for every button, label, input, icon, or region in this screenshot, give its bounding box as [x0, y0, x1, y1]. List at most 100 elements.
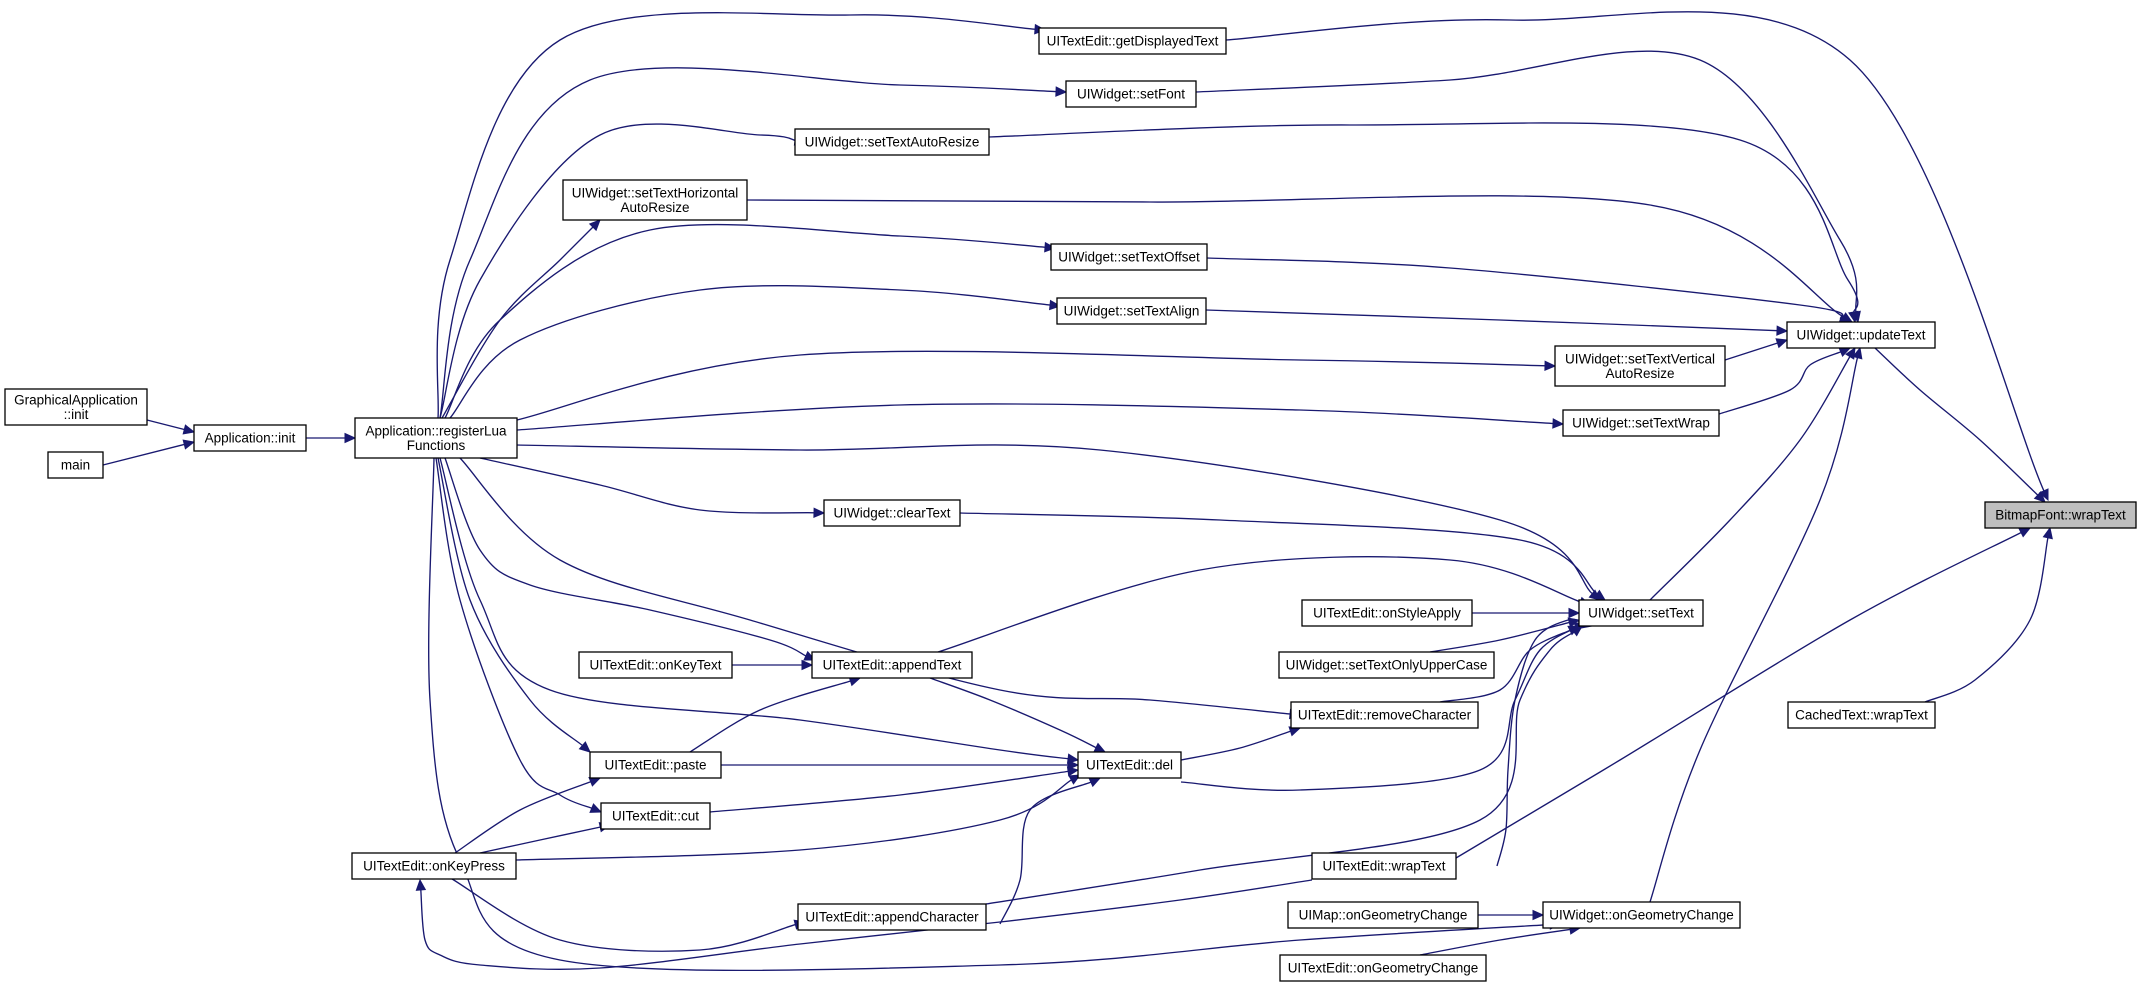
node-box — [823, 499, 961, 527]
call-edge-cached-to-wrap — [1924, 526, 2053, 703]
node-label: UIWidget::setFont — [1077, 87, 1185, 102]
node-box — [1542, 901, 1741, 929]
call-edge-paste-to-del — [721, 759, 1080, 771]
node-box — [351, 852, 517, 880]
edge-line — [1718, 350, 1842, 415]
edge-line — [516, 444, 1594, 595]
arrowhead-icon — [578, 741, 591, 753]
arrowhead-icon — [1049, 299, 1062, 311]
edge-line — [988, 122, 1859, 314]
call-edge-gfxInit-to-appInit — [146, 419, 196, 435]
node-appendText[interactable]: UITextEdit::appendText — [811, 651, 973, 679]
node-box — [1562, 409, 1720, 437]
call-edge-regLua-to-del — [439, 457, 1080, 764]
node-setText[interactable]: UIWidget::setText — [1578, 599, 1704, 627]
node-mapGeo[interactable]: UIMap::onGeometryChange — [1287, 901, 1479, 929]
node-box — [1065, 80, 1197, 108]
node-teGeo[interactable]: UITextEdit::onGeometryChange — [1279, 954, 1487, 982]
arrowhead-icon — [813, 507, 826, 519]
node-onKeyText[interactable]: UITextEdit::onKeyText — [578, 651, 733, 679]
node-box — [1301, 599, 1473, 627]
node-box — [47, 451, 104, 479]
node-label: UITextEdit::del — [1086, 758, 1173, 773]
node-gfxInit[interactable]: GraphicalApplication::init — [4, 388, 148, 426]
node-box — [811, 651, 973, 679]
nodes-layer: BitmapFont::wrapText UITextEdit::getDispl… — [4, 27, 2137, 982]
call-edge-tewrap-to-wrap — [1455, 527, 2032, 859]
node-getDisp[interactable]: UITextEdit::getDisplayedText — [1038, 27, 1227, 55]
call-edge-mapGeo-to-onGeo — [1478, 909, 1545, 921]
node-del[interactable]: UITextEdit::del — [1077, 751, 1182, 779]
call-edge-main-to-appInit — [102, 439, 196, 466]
node-setTAR[interactable]: UIWidget::setTextAutoResize — [794, 128, 990, 156]
call-edge-setFont-to-updateText — [1195, 50, 1861, 324]
node-cached[interactable]: CachedText::wrapText — [1787, 701, 1936, 729]
arrowhead-icon — [1568, 607, 1581, 619]
node-appendChar[interactable]: UITextEdit::appendCharacter — [797, 903, 987, 931]
edge-line — [1225, 11, 2045, 493]
node-clearText[interactable]: UIWidget::clearText — [823, 499, 961, 527]
node-tewrap[interactable]: UITextEdit::wrapText — [1311, 852, 1457, 880]
call-edge-regLua-to-setTVAR — [516, 350, 1557, 421]
edge-line — [444, 223, 1047, 419]
node-label: CachedText::wrapText — [1795, 708, 1928, 723]
node-label: UITextEdit::paste — [604, 758, 706, 773]
node-paste[interactable]: UITextEdit::paste — [589, 751, 722, 779]
edge-line — [1180, 626, 1578, 791]
node-onKeyPress[interactable]: UITextEdit::onKeyPress — [351, 852, 517, 880]
node-label: UITextEdit::onKeyPress — [363, 859, 505, 874]
node-label: UIWidget::setTextOnlyUpperCase — [1286, 658, 1488, 673]
node-setTW[interactable]: UIWidget::setTextWrap — [1562, 409, 1720, 437]
node-onGeo[interactable]: UIWidget::onGeometryChange — [1542, 901, 1741, 929]
call-edge-regLua-to-cut — [435, 457, 603, 813]
edge-line — [444, 457, 808, 657]
node-removeChar[interactable]: UITextEdit::removeCharacter — [1290, 701, 1479, 729]
node-onStyle[interactable]: UITextEdit::onStyleApply — [1301, 599, 1473, 627]
call-edge-updateText-to-wrap — [1874, 347, 2046, 503]
node-main[interactable]: main — [47, 451, 104, 479]
node-box — [4, 388, 148, 426]
call-edge-onKeyPress-to-cut — [479, 822, 612, 854]
node-label: UITextEdit::getDisplayedText — [1047, 34, 1219, 49]
node-label: UITextEdit::removeCharacter — [1298, 708, 1472, 723]
call-edge-teGeo-to-onGeo — [1419, 924, 1582, 956]
node-label: BitmapFont::wrapText — [1995, 508, 2126, 523]
call-edge-setTAR-to-updateText — [988, 122, 1859, 324]
call-edge-del-to-removeChar — [1180, 726, 1302, 761]
edge-line — [451, 878, 797, 952]
node-setTA[interactable]: UIWidget::setTextAlign — [1056, 297, 1207, 325]
arrowhead-icon — [588, 219, 601, 232]
edge-line — [437, 457, 584, 747]
edge-line — [449, 285, 1052, 419]
call-edge-regLua-to-setFont — [439, 67, 1068, 419]
node-box — [1578, 599, 1704, 627]
node-cut[interactable]: UITextEdit::cut — [600, 802, 711, 830]
arrowhead-icon — [1776, 325, 1789, 336]
node-setFont[interactable]: UIWidget::setFont — [1065, 80, 1197, 108]
call-edge-onGeo-to-updateText — [1649, 346, 1863, 903]
call-edge-clearText-to-setText — [959, 512, 1606, 601]
call-edge-cut-to-del — [709, 766, 1080, 813]
node-updateText[interactable]: UIWidget::updateText — [1786, 321, 1936, 349]
node-box — [1050, 243, 1208, 271]
edge-line — [102, 443, 186, 466]
edge-line — [1724, 342, 1779, 361]
node-setTOUC[interactable]: UIWidget::setTextOnlyUpperCase — [1278, 651, 1495, 679]
arrowhead-icon — [182, 424, 196, 435]
edge-line — [929, 677, 1098, 749]
node-box — [562, 179, 748, 221]
node-box — [1786, 321, 1936, 349]
node-wrap[interactable]: BitmapFont::wrapText — [1984, 501, 2137, 529]
node-label: UIWidget::updateText — [1796, 328, 1925, 343]
node-appInit[interactable]: Application::init — [193, 424, 307, 452]
call-edge-getDisp-to-wrap — [1225, 11, 2049, 502]
node-label: UITextEdit::cut — [612, 809, 699, 824]
node-box — [1287, 901, 1479, 929]
arrowhead-icon — [1852, 346, 1863, 360]
arrowhead-icon — [1544, 360, 1557, 372]
node-setTO[interactable]: UIWidget::setTextOffset — [1050, 243, 1208, 271]
